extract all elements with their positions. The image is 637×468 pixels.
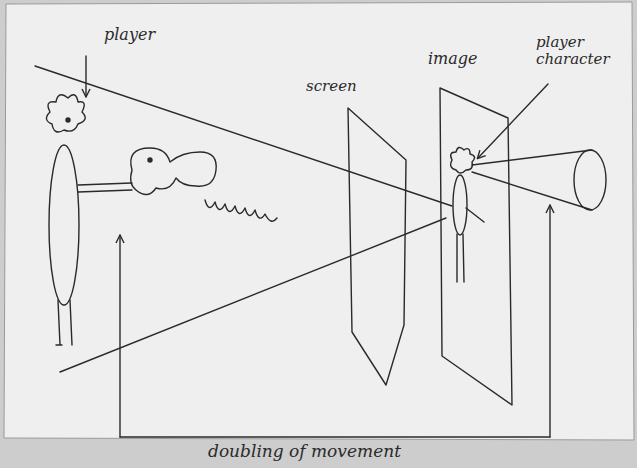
player-label: player: [104, 26, 155, 44]
player-body: [49, 145, 79, 305]
player-arm: [78, 183, 132, 192]
leader-arrow: [85, 56, 86, 96]
player-eye: [66, 118, 70, 122]
sight-line: [60, 218, 446, 372]
leader-arrow: [478, 84, 548, 158]
player-head: [46, 95, 85, 132]
bracket-line: [549, 206, 550, 437]
paper-sheet: [4, 2, 634, 440]
controller-figure: [131, 148, 217, 195]
player-legs: [56, 300, 72, 345]
screen-panel: [348, 108, 406, 385]
image-label: image: [428, 50, 478, 68]
sight-line: [35, 66, 452, 206]
controller-wave: [205, 200, 277, 221]
character-label: player character: [536, 34, 614, 67]
character-head: [451, 147, 475, 173]
view-cone-end: [574, 150, 606, 210]
character-limbs: [457, 208, 484, 282]
bracket-line: [119, 236, 120, 437]
caption-label: doubling of movement: [208, 442, 401, 461]
controller-eye: [148, 158, 152, 162]
character-body: [453, 175, 467, 235]
bracket-line: [120, 436, 550, 437]
screen-label: screen: [306, 78, 357, 95]
image-plane: [440, 88, 512, 405]
